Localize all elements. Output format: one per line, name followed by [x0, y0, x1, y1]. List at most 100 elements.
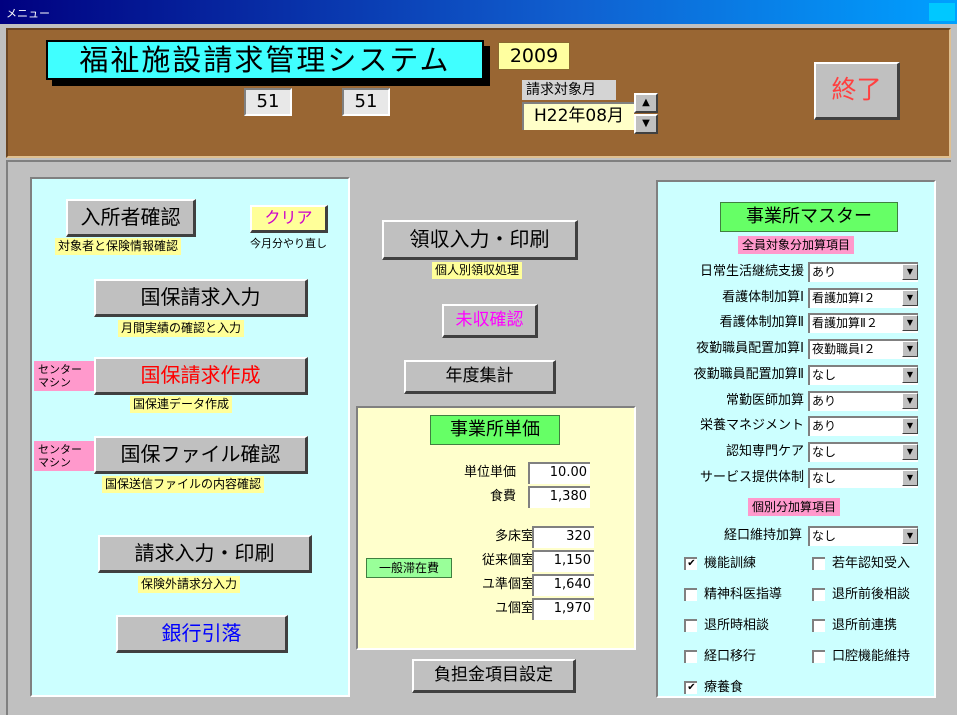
- kokuho-create-button[interactable]: 国保請求作成: [94, 357, 308, 395]
- kokuho-input-button[interactable]: 国保請求入力: [94, 279, 308, 317]
- unit-price-field[interactable]: 10.00: [528, 462, 590, 484]
- master-row-dropdown[interactable]: なし ▼: [808, 468, 918, 488]
- chevron-down-icon[interactable]: ▼: [902, 418, 918, 434]
- count-field-left: 51: [244, 88, 292, 116]
- all-target-section-label: 全員対象分加算項目: [738, 236, 855, 254]
- master-row-value: なし: [812, 471, 837, 485]
- room-fee-field[interactable]: 1,970: [532, 598, 594, 620]
- checkbox[interactable]: [684, 619, 697, 632]
- checkbox-label: 退所時相談: [704, 618, 770, 633]
- master-row-dropdown[interactable]: なし ▼: [808, 442, 918, 462]
- chevron-down-icon[interactable]: ▼: [902, 393, 918, 409]
- bank-debit-button[interactable]: 銀行引落: [116, 615, 288, 653]
- chevron-down-icon[interactable]: ▼: [902, 264, 918, 280]
- receipt-caption: 個人別領収処理: [432, 262, 523, 279]
- master-row-value: 看護加算Ⅰ２: [812, 291, 876, 305]
- month-down-button[interactable]: ▼: [634, 114, 658, 134]
- facility-master-title: 事業所マスター: [720, 202, 898, 232]
- checkbox[interactable]: [812, 619, 825, 632]
- checkbox-label: 機能訓練: [704, 556, 757, 571]
- room-type-label: ユ準個室: [481, 577, 534, 592]
- master-row-label: サービス提供体制: [699, 470, 804, 485]
- checkbox-label: 精神科医指導: [704, 587, 783, 602]
- unpaid-check-button[interactable]: 未収確認: [442, 304, 538, 338]
- exit-button[interactable]: 終了: [814, 62, 900, 120]
- burden-item-settings-button[interactable]: 負担金項目設定: [412, 659, 576, 693]
- chevron-down-icon[interactable]: ▼: [902, 290, 918, 306]
- master-row-label: 認知専門ケア: [725, 444, 804, 459]
- clear-button[interactable]: クリア: [250, 205, 328, 233]
- master-row-label: 常勤医師加算: [725, 393, 804, 408]
- master-row-dropdown[interactable]: あり ▼: [808, 262, 918, 282]
- checkbox[interactable]: [812, 588, 825, 601]
- master-row-dropdown[interactable]: 夜勤職員Ⅰ２ ▼: [808, 339, 918, 359]
- chevron-down-icon[interactable]: ▼: [902, 315, 918, 331]
- master-row-dropdown[interactable]: 看護加算Ⅰ２ ▼: [808, 288, 918, 308]
- master-row-dropdown[interactable]: あり ▼: [808, 416, 918, 436]
- billing-input-print-button[interactable]: 請求入力・印刷: [98, 535, 312, 573]
- master-row-label: 看護体制加算Ⅰ: [722, 290, 804, 305]
- title-bar: メニュー: [0, 0, 957, 24]
- master-row-value: あり: [812, 394, 837, 408]
- billing-month-label: 請求対象月: [522, 80, 616, 100]
- room-fee-field[interactable]: 1,150: [532, 550, 594, 572]
- checkbox-label: 経口移行: [704, 649, 757, 664]
- master-row-value: あり: [812, 265, 837, 279]
- master-row-label: 看護体制加算Ⅱ: [719, 315, 804, 330]
- oral-maintenance-dropdown[interactable]: なし ▼: [808, 526, 918, 546]
- kokuho-file-check-button[interactable]: 国保ファイル確認: [94, 436, 308, 474]
- master-row-value: なし: [812, 368, 837, 382]
- room-type-label: 従来個室: [481, 553, 534, 568]
- center-machine-tag-1: センター マシン: [34, 361, 94, 391]
- receipt-input-print-button[interactable]: 領収入力・印刷: [382, 220, 578, 260]
- checkbox-label: 療養食: [704, 680, 744, 695]
- master-row-label: 栄養マネジメント: [699, 418, 804, 433]
- chevron-down-icon[interactable]: ▼: [902, 470, 918, 486]
- master-row-label: 夜勤職員配置加算Ⅰ: [696, 341, 804, 356]
- unit-price-label: 単位単価: [463, 465, 516, 480]
- chevron-down-icon[interactable]: ▼: [902, 528, 918, 544]
- master-row-dropdown[interactable]: あり ▼: [808, 391, 918, 411]
- master-row-value: あり: [812, 419, 837, 433]
- kokuho-file-caption: 国保送信ファイルの内容確認: [102, 476, 265, 493]
- admission-check-button[interactable]: 入所者確認: [66, 199, 196, 237]
- master-row-dropdown[interactable]: 看護加算Ⅱ２▼: [808, 313, 918, 333]
- oral-maintenance-value: なし: [812, 529, 837, 543]
- checkbox[interactable]: [812, 650, 825, 663]
- window-title: メニュー: [6, 7, 50, 20]
- checkbox[interactable]: [684, 650, 697, 663]
- master-row-dropdown[interactable]: なし ▼: [808, 365, 918, 385]
- master-row-label: 夜勤職員配置加算Ⅱ: [693, 367, 804, 382]
- checkbox[interactable]: ✔: [684, 681, 697, 694]
- left-panel: 入所者確認 対象者と保険情報確認 クリア 今月分やり直し 国保請求入力 月間実績…: [30, 177, 350, 697]
- room-fee-field[interactable]: 1,640: [532, 574, 594, 596]
- kokuho-create-caption: 国保連データ作成: [130, 396, 233, 413]
- clear-caption: 今月分やり直し: [250, 237, 327, 250]
- checkbox[interactable]: ✔: [684, 557, 697, 570]
- room-fee-field[interactable]: 320: [532, 526, 594, 548]
- admission-caption: 対象者と保険情報確認: [55, 238, 182, 255]
- checkbox-label: 退所前連携: [832, 618, 898, 633]
- oral-maintenance-label: 経口維持加算: [723, 528, 802, 543]
- billing-month-field[interactable]: H22年08月: [522, 102, 634, 130]
- master-row-value: なし: [812, 445, 837, 459]
- checkbox-label: 退所前後相談: [832, 587, 911, 602]
- checkbox[interactable]: [812, 557, 825, 570]
- checkbox-label: 若年認知受入: [832, 556, 911, 571]
- general-stay-fee-tag: 一般滞在費: [366, 558, 452, 578]
- master-row-value: 夜勤職員Ⅰ２: [812, 342, 876, 356]
- main-area: 入所者確認 対象者と保険情報確認 クリア 今月分やり直し 国保請求入力 月間実績…: [6, 160, 951, 715]
- center-machine-tag-2: センター マシン: [34, 441, 94, 471]
- chevron-down-icon[interactable]: ▼: [902, 367, 918, 383]
- chevron-down-icon[interactable]: ▼: [902, 444, 918, 460]
- checkbox[interactable]: [684, 588, 697, 601]
- room-type-label: ユ個室: [494, 601, 534, 616]
- month-up-button[interactable]: ▲: [634, 93, 658, 113]
- food-cost-field[interactable]: 1,380: [528, 486, 590, 508]
- master-row-label: 日常生活継続支援: [699, 264, 804, 279]
- chevron-down-icon[interactable]: ▼: [902, 341, 918, 357]
- window-control-button[interactable]: [929, 3, 955, 21]
- annual-summary-button[interactable]: 年度集計: [404, 360, 556, 394]
